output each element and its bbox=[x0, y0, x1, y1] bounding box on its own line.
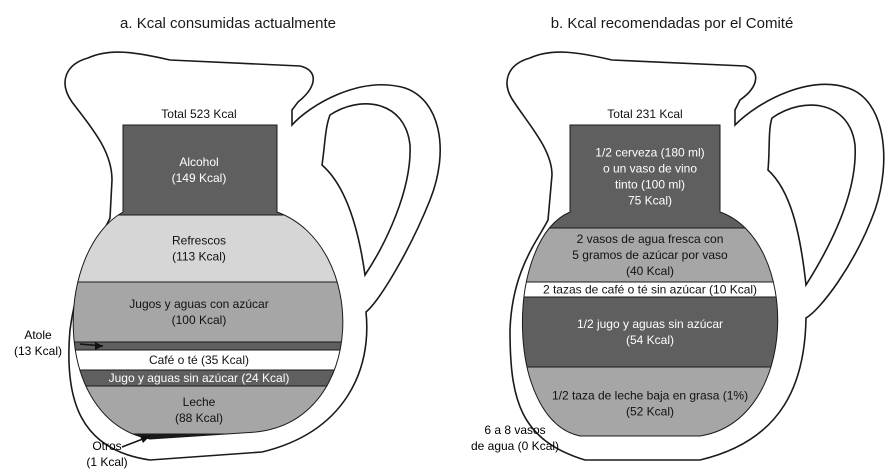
total-a: Total 523 Kcal bbox=[161, 107, 236, 121]
band-agua-fresca bbox=[522, 227, 778, 283]
callout-otros-line1: Otros bbox=[92, 439, 121, 453]
pitcher-b-inner-outline bbox=[521, 124, 779, 437]
band-leche-baja-label: (52 Kcal) bbox=[626, 405, 674, 419]
callout-agua-line1: 6 a 8 vasos bbox=[484, 423, 545, 437]
band-cafe-sin-azucar-label: 2 tazas de café o té sin azúcar (10 Kcal… bbox=[543, 283, 757, 297]
band-cerveza-vino-label: 1/2 cerveza (180 ml) bbox=[595, 146, 704, 160]
band-alcohol-label: (149 Kcal) bbox=[172, 171, 227, 185]
callout-otros-arrowhead bbox=[140, 436, 150, 443]
pitcher-a-inner-outline bbox=[72, 124, 344, 440]
band-leche-baja-label: 1/2 taza de leche baja en grasa (1%) bbox=[552, 389, 748, 403]
band-refrescos-label: (113 Kcal) bbox=[172, 250, 226, 264]
band-jugo-sin-azucar-label: 1/2 jugo y aguas sin azúcar bbox=[577, 317, 723, 331]
band-jugos-azucar bbox=[73, 281, 343, 343]
band-refrescos-label: Refrescos bbox=[172, 234, 226, 248]
band-cerveza-vino-label: 75 Kcal) bbox=[628, 194, 672, 208]
band-cerveza-vino-label: o un vaso de vino bbox=[603, 162, 697, 176]
band-jugo-sin-azucar bbox=[522, 296, 778, 368]
total-b: Total 231 Kcal bbox=[607, 107, 682, 121]
band-alcohol-label: Alcohol bbox=[179, 155, 218, 169]
band-cerveza-vino-label: tinto (100 ml) bbox=[615, 178, 685, 192]
panel-a-title: a. Kcal consumidas actualmente bbox=[120, 15, 336, 32]
band-leche-label: (88 Kcal) bbox=[175, 411, 223, 425]
band-agua-fresca-label: (40 Kcal) bbox=[626, 264, 674, 278]
panel-b-title: b. Kcal recomendadas por el Comité bbox=[551, 15, 794, 32]
band-jugos-azucar-label: Jugos y aguas con azúcar bbox=[129, 297, 268, 311]
band-leche-label: Leche bbox=[183, 395, 216, 409]
callout-atole-line1: Atole bbox=[24, 328, 52, 342]
panel-a: a. Kcal consumidas actualmente Total 523… bbox=[14, 15, 441, 469]
band-cafe-te-label: Café o té (35 Kcal) bbox=[149, 353, 249, 367]
band-jugo-sin-azucar-label: (54 Kcal) bbox=[626, 333, 674, 347]
panel-b: b. Kcal recomendadas por el Comité Total… bbox=[471, 15, 885, 461]
band-atole bbox=[73, 341, 343, 351]
band-jugo-sin-azucar-label: Jugo y aguas sin azúcar (24 Kcal) bbox=[109, 371, 290, 385]
band-jugos-azucar-label: (100 Kcal) bbox=[172, 313, 227, 327]
callout-atole-line2: (13 Kcal) bbox=[14, 344, 62, 358]
callout-atole-arrowhead bbox=[95, 342, 103, 350]
band-agua-fresca-label: 5 gramos de azúcar por vaso bbox=[572, 248, 728, 262]
callout-otros-line2: (1 Kcal) bbox=[86, 455, 127, 469]
band-agua-fresca-label: 2 vasos de agua fresca con bbox=[577, 232, 724, 246]
callout-agua-line2: de agua (0 Kcal) bbox=[471, 439, 559, 453]
